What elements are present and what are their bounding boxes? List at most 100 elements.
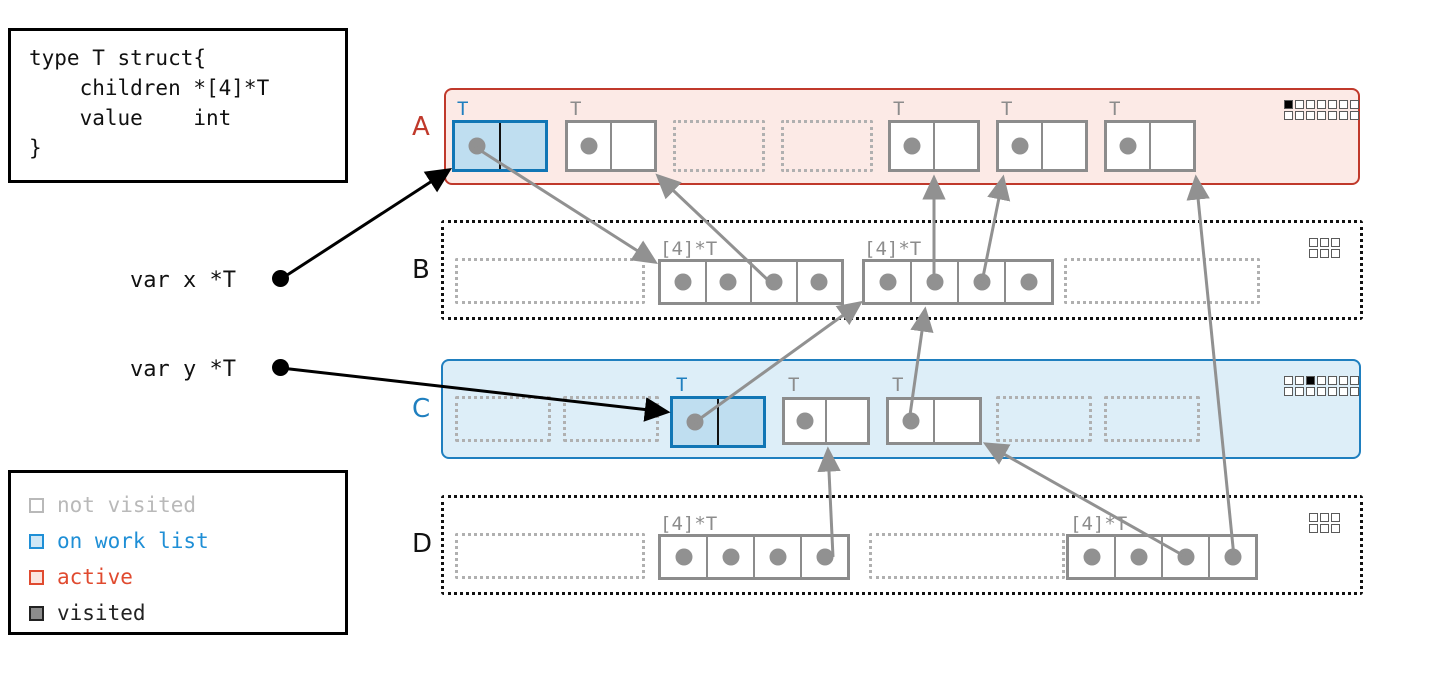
region-c-node-4-caption: T (892, 374, 904, 396)
region-c-status-grid-icon (1284, 376, 1359, 396)
region-d-node-2-empty (869, 533, 1065, 579)
region-d-node-1-caption: [4]*T (660, 513, 718, 535)
array-slot (753, 537, 800, 577)
region-a-node-2-empty (673, 120, 765, 172)
array-slot (1208, 537, 1255, 577)
region-a-node-5-children-cell (999, 123, 1041, 169)
region-c-node-3-children-cell (785, 400, 825, 442)
var-y-pointer-dot (272, 359, 289, 376)
array-slot (750, 262, 796, 302)
pointer-dot-icon (719, 273, 737, 291)
region-a-node-1-children-cell (568, 123, 610, 169)
region-a-node-6-value-cell (1149, 123, 1193, 169)
region-a-node-6-caption: T (1109, 98, 1121, 120)
region-label-c: C (412, 394, 431, 424)
legend-item-on-work-list: on work list (29, 523, 345, 559)
region-c-node-5-empty (996, 396, 1092, 442)
array-slot (865, 262, 910, 302)
region-label-a: A (412, 112, 430, 142)
region-c-node-3-value-cell (825, 400, 867, 442)
region-a-node-0-value-cell (499, 123, 545, 169)
on-work-list-swatch-icon (29, 533, 44, 549)
region-a-node-6[interactable] (1104, 120, 1196, 172)
region-d-status-grid-icon (1309, 513, 1340, 533)
pointer-dot-icon (810, 273, 828, 291)
region-c-node-2[interactable] (670, 396, 766, 448)
active-swatch-icon (29, 569, 44, 585)
array-slot (661, 262, 705, 302)
region-a-node-4-value-cell (933, 123, 977, 169)
legend-box: not visited on work list active visited (8, 470, 348, 635)
region-b-node-1-array[interactable] (658, 259, 844, 305)
array-slot (704, 262, 751, 302)
region-a-node-4[interactable] (888, 120, 980, 172)
region-d-node-3-caption: [4]*T (1070, 513, 1128, 535)
array-slot (1004, 262, 1051, 302)
pointer-dot-icon (1130, 548, 1147, 566)
region-c-node-4[interactable] (886, 397, 982, 445)
pointer-dot-icon (1083, 548, 1100, 566)
region-b-status-grid-icon (1309, 238, 1340, 258)
legend-label-visited: visited (57, 601, 146, 625)
array-slot (1114, 537, 1161, 577)
array-slot (661, 537, 706, 577)
region-a-node-4-children-cell (891, 123, 933, 169)
pointer-dot-icon (879, 273, 896, 291)
array-slot (1069, 537, 1114, 577)
region-a-node-1-caption: T (570, 98, 582, 120)
region-d-node-3-array[interactable] (1066, 534, 1258, 580)
pointer-dot-icon (722, 548, 739, 566)
region-c-node-2-value-cell (717, 399, 763, 445)
region-a-node-1[interactable] (565, 120, 657, 172)
region-d-node-1-array[interactable] (658, 534, 850, 580)
pointer-dot-icon (1224, 548, 1241, 566)
array-slot (910, 262, 957, 302)
region-a-node-6-children-cell (1107, 123, 1149, 169)
type-definition-code: type T struct{ children *[4]*T value int… (29, 46, 270, 160)
region-d (441, 495, 1363, 595)
legend-label-on-work-list: on work list (57, 529, 209, 553)
region-a-node-3-empty (781, 120, 873, 172)
legend-item-active: active (29, 559, 345, 595)
array-slot (1161, 537, 1208, 577)
region-d-node-0-empty (455, 533, 645, 579)
pointer-dot-icon (973, 273, 990, 291)
array-slot (800, 537, 847, 577)
pointer-dot-icon (1177, 548, 1194, 566)
region-c-node-4-children-cell (889, 400, 933, 442)
array-slot (957, 262, 1004, 302)
var-x-label: var x *T (130, 268, 236, 293)
region-label-b: B (412, 255, 430, 285)
region-a-node-5[interactable] (996, 120, 1088, 172)
pointer-dot-icon (1020, 273, 1037, 291)
legend-item-visited: visited (29, 595, 345, 631)
pointer-dot-icon (765, 273, 783, 291)
pointer-dot-icon (468, 137, 486, 155)
region-a-node-1-value-cell (610, 123, 654, 169)
region-c-node-3-caption: T (788, 374, 800, 396)
region-b-node-2-array[interactable] (862, 259, 1054, 305)
legend-label-not-visited: not visited (57, 493, 197, 517)
pointer-dot-icon (816, 548, 833, 566)
region-a-node-0-caption: T (457, 98, 469, 120)
pointer-dot-icon (674, 273, 692, 291)
region-c-node-0-empty (455, 396, 551, 442)
pointer-dot-icon (903, 137, 921, 155)
pointer-dot-icon (926, 273, 943, 291)
region-c-node-1-empty (563, 396, 659, 442)
region-a-status-grid-icon (1284, 100, 1359, 120)
region-c-node-4-value-cell (933, 400, 979, 442)
visited-swatch-icon (29, 605, 44, 621)
pointer-dot-icon (686, 413, 704, 431)
pointer-dot-icon (1011, 137, 1029, 155)
region-b-node-0-empty (455, 258, 645, 304)
legend-item-not-visited: not visited (29, 487, 345, 523)
region-a-node-4-caption: T (893, 98, 905, 120)
not-visited-swatch-icon (29, 497, 44, 513)
region-b-node-2-caption: [4]*T (864, 238, 922, 260)
pointer-dot-icon (675, 548, 692, 566)
region-c-node-3[interactable] (782, 397, 870, 445)
pointer-dot-icon (796, 412, 814, 430)
region-b-node-1-caption: [4]*T (660, 238, 718, 260)
region-a-node-0[interactable] (452, 120, 548, 172)
